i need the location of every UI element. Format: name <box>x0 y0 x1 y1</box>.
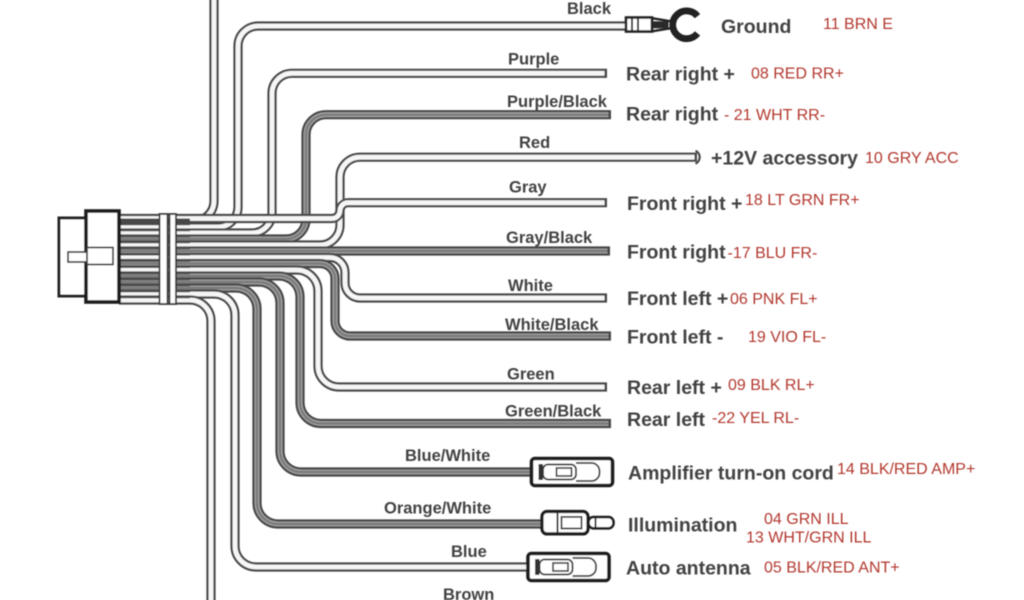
svg-text:Green/Black: Green/Black <box>505 403 602 421</box>
svg-text:Amplifier turn-on cord: Amplifier turn-on cord <box>628 463 834 485</box>
svg-text:Gray/Black: Gray/Black <box>506 229 593 247</box>
svg-text:Rear right +: Rear right + <box>626 64 735 86</box>
svg-text:06 PNK FL+: 06 PNK FL+ <box>730 291 818 308</box>
svg-text:Purple: Purple <box>508 51 559 69</box>
svg-text:09 BLK RL+: 09 BLK RL+ <box>728 377 815 394</box>
svg-text:+12V accessory: +12V accessory <box>711 148 858 170</box>
svg-text:19 VIO FL-: 19 VIO FL- <box>748 329 826 346</box>
svg-text:Front right +: Front right + <box>627 193 742 215</box>
svg-text:-17 BLU FR-: -17 BLU FR- <box>728 245 818 262</box>
svg-text:Purple/Black: Purple/Black <box>507 93 608 111</box>
svg-text:Front left +: Front left + <box>627 288 728 310</box>
svg-text:Rear left +: Rear left + <box>627 377 722 399</box>
svg-text:18 LT GRN FR+: 18 LT GRN FR+ <box>745 192 860 209</box>
svg-text:05 BLK/RED ANT+: 05 BLK/RED ANT+ <box>764 560 900 577</box>
svg-text:Black: Black <box>567 0 612 18</box>
svg-text:Ground: Ground <box>721 16 791 38</box>
svg-text:Green: Green <box>507 366 555 384</box>
svg-text:04 GRN ILL: 04 GRN ILL <box>764 511 849 528</box>
svg-text:Orange/White: Orange/White <box>384 500 491 518</box>
svg-text:Front left -: Front left - <box>627 327 723 349</box>
svg-text:Front right: Front right <box>627 242 726 264</box>
svg-text:Blue/White: Blue/White <box>405 447 490 465</box>
svg-text:-22 YEL RL-: -22 YEL RL- <box>712 410 799 427</box>
svg-text:11 BRN E: 11 BRN E <box>823 16 893 33</box>
svg-text:White/Black: White/Black <box>505 316 599 334</box>
svg-text:Auto antenna: Auto antenna <box>626 558 751 580</box>
svg-text:10 GRY ACC: 10 GRY ACC <box>865 150 959 167</box>
svg-text:Rear right: Rear right <box>626 104 719 126</box>
svg-text:14 BLK/RED AMP+: 14 BLK/RED AMP+ <box>837 461 975 478</box>
svg-text:Gray: Gray <box>509 179 547 197</box>
svg-text:Rear left: Rear left <box>627 409 706 431</box>
svg-text:White: White <box>508 277 553 295</box>
svg-text:13 WHT/GRN ILL: 13 WHT/GRN ILL <box>746 530 871 547</box>
svg-text:Red: Red <box>519 134 550 152</box>
svg-text:08 RED RR+: 08 RED RR+ <box>751 66 844 83</box>
svg-text:Blue: Blue <box>451 543 487 561</box>
svg-text:- 21 WHT RR-: - 21 WHT RR- <box>724 107 825 124</box>
svg-text:Brown: Brown <box>443 586 494 600</box>
svg-text:Illumination: Illumination <box>628 515 737 537</box>
